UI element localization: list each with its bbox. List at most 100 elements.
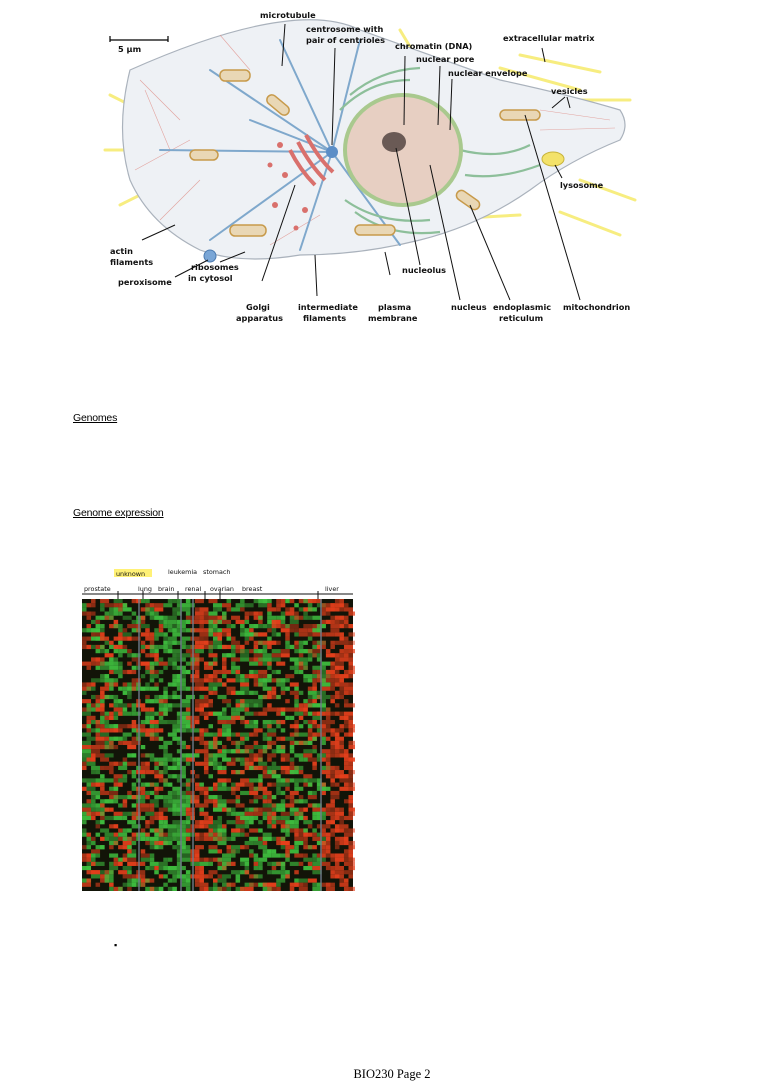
- heatmap-cell: [253, 728, 263, 733]
- heatmap-cell: [163, 770, 168, 775]
- label-mitochondrion: mitochondrion: [563, 302, 630, 312]
- heatmap-cell: [203, 686, 209, 691]
- heatmap-cell: [104, 649, 110, 654]
- heatmap-cell: [95, 624, 101, 629]
- heatmap-cell: [343, 886, 349, 891]
- heatmap-cell: [321, 845, 326, 850]
- heatmap-cell: [249, 828, 259, 833]
- heatmap-cell: [212, 599, 218, 604]
- golgi-apparatus: [267, 134, 335, 231]
- heatmap-cell: [343, 840, 349, 846]
- heatmap-cell: [149, 836, 159, 841]
- heatmap-cell: [312, 632, 322, 637]
- heatmap-cell: [194, 832, 200, 837]
- heatmap-cell: [325, 803, 335, 808]
- heatmap-cell: [190, 736, 200, 741]
- heatmap-cell: [258, 774, 263, 779]
- heatmap-cell: [240, 886, 245, 891]
- heatmap-cell: [334, 811, 344, 816]
- heatmap-cell: [334, 815, 344, 821]
- heatmap-cell: [348, 840, 355, 846]
- heatmap-cell: [118, 886, 123, 891]
- heatmap-cell: [203, 615, 209, 620]
- heatmap-cell: [136, 770, 146, 775]
- heatmap-cell: [86, 682, 92, 687]
- heatmap-cell: [212, 686, 218, 691]
- heatmap-cell: [95, 807, 101, 812]
- heatmap-cell: [172, 865, 177, 871]
- heatmap-cell: [244, 865, 250, 871]
- heatmap-cell: [231, 770, 241, 775]
- heatmap-cell: [285, 644, 295, 650]
- heatmap-cell: [185, 836, 191, 841]
- heatmap-cell: [131, 840, 137, 846]
- heatmap-cell: [307, 795, 317, 800]
- heatmap-cell: [285, 820, 295, 825]
- heatmap-cell: [312, 815, 322, 821]
- heatmap-cell: [258, 836, 268, 841]
- heatmap-cell: [212, 799, 218, 804]
- heatmap-cell: [212, 803, 223, 808]
- heatmap-cell: [348, 778, 353, 783]
- heatmap-cell: [222, 765, 227, 771]
- heatmap-cell: [267, 765, 272, 771]
- heatmap-cell: [118, 665, 123, 670]
- heatmap-cell: [149, 707, 155, 712]
- heatmap-cell: [289, 745, 295, 750]
- heatmap-cell: [91, 770, 96, 775]
- heatmap-cell: [91, 728, 101, 733]
- heatmap-cell: [240, 732, 250, 737]
- heatmap-cell: [185, 886, 191, 891]
- heatmap-cell: [307, 628, 317, 633]
- heatmap-cell: [113, 715, 119, 720]
- heatmap-cell: [330, 807, 335, 812]
- heatmap-cell: [199, 607, 209, 612]
- heatmap-cell: [334, 703, 340, 708]
- heatmap-cell: [212, 657, 218, 662]
- heatmap-cell: [294, 799, 304, 804]
- heatmap-cell: [212, 761, 218, 766]
- heatmap-cell: [154, 649, 159, 654]
- heatmap-cell: [244, 815, 254, 821]
- heatmap-cell: [343, 715, 349, 720]
- heatmap-cell: [212, 740, 218, 745]
- heatmap-cell: [185, 845, 191, 850]
- heatmap-cell: [285, 640, 290, 645]
- heatmap-cell: [294, 836, 304, 841]
- heatmap-cell: [154, 669, 159, 675]
- heatmap-cell: [149, 674, 159, 679]
- heatmap-cell: [208, 832, 213, 837]
- heatmap-cell: [280, 845, 286, 850]
- heatmap-cell: [325, 882, 335, 887]
- heatmap-cell: [294, 828, 299, 833]
- heatmap-cell: [167, 624, 173, 629]
- heatmap-cell: [122, 840, 132, 846]
- heatmap-cell: [316, 669, 322, 675]
- heatmap-cell: [203, 749, 209, 754]
- heatmap-cell: [131, 653, 141, 658]
- heatmap-cell: [258, 632, 268, 637]
- heatmap-cell: [280, 707, 286, 712]
- heatmap-cell: [100, 774, 105, 779]
- heatmap-cell: [172, 728, 182, 733]
- heatmap-cell: [325, 849, 331, 854]
- heatmap-cell: [113, 707, 123, 712]
- heatmap-cell: [325, 674, 331, 679]
- heatmap-cell: [185, 644, 195, 650]
- heatmap-cell: [267, 782, 272, 787]
- heatmap-cell: [276, 786, 281, 791]
- heatmap-cell: [343, 686, 353, 691]
- heatmap-cell: [334, 745, 344, 750]
- heatmap-cell: [140, 624, 150, 629]
- heatmap-cell: [163, 694, 168, 700]
- heatmap-cell: [348, 682, 353, 687]
- heatmap-cell: [312, 669, 317, 675]
- heatmap-cell: [109, 657, 114, 662]
- heatmap-cell: [158, 694, 168, 700]
- heatmap-cell: [217, 878, 227, 883]
- heatmap-cell: [109, 686, 114, 691]
- heatmap-cell: [172, 757, 177, 762]
- heatmap-cell: [194, 736, 204, 741]
- heatmap-cell: [343, 644, 353, 650]
- heatmap-cell: [203, 678, 213, 683]
